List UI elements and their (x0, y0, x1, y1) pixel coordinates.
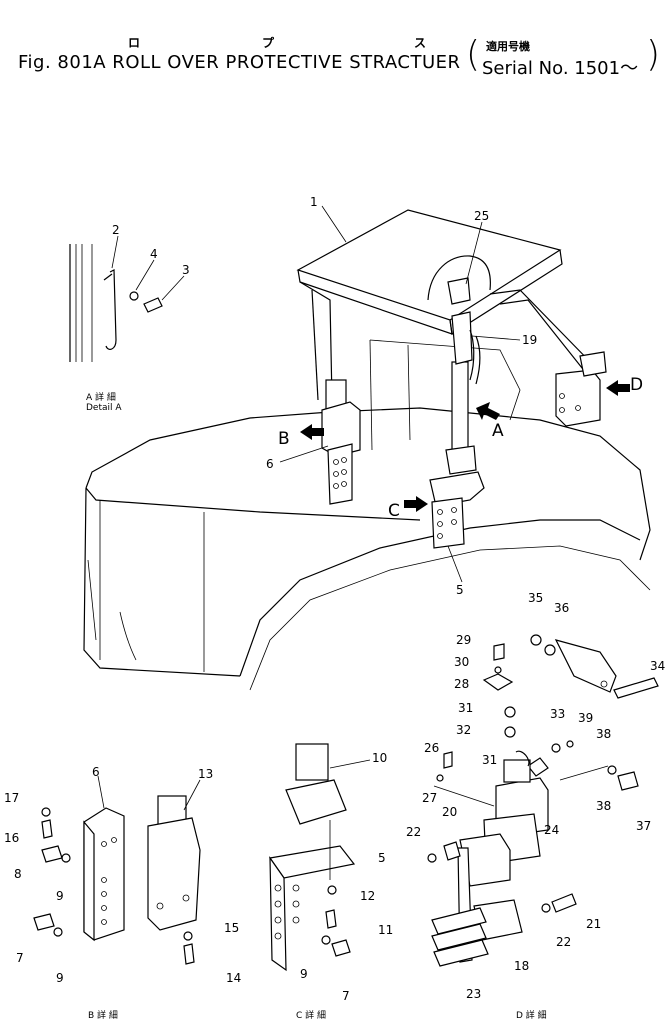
detail-b (33, 775, 201, 965)
callout-25: 25 (474, 209, 489, 223)
serial-japanese-label: 適用号機 (486, 40, 530, 53)
arrow-b-icon (300, 424, 324, 440)
callout-10: 10 (372, 751, 387, 765)
figure-title: Fig. 801A ROLL OVER PROTECTIVE STRACTUER (18, 52, 461, 73)
callout-29: 29 (456, 633, 471, 647)
callout-27: 27 (422, 791, 437, 805)
callout-34: 34 (650, 659, 665, 673)
callout-28: 28 (454, 677, 469, 691)
callout-23: 23 (466, 987, 481, 1001)
detail-a-en-label: Detail A (86, 403, 122, 413)
view-arrows (300, 380, 630, 512)
callout-15: 15 (224, 921, 239, 935)
callout-33: 33 (550, 707, 565, 721)
callout-11: 11 (378, 923, 393, 937)
callout-6-main: 6 (266, 457, 274, 471)
callout-7-detail-b: 7 (16, 951, 24, 965)
callout-39: 39 (578, 711, 593, 725)
machine-body (83, 339, 651, 691)
detail-a-jp-label: A 詳 細 (86, 391, 116, 403)
callout-30: 30 (454, 655, 469, 669)
callout-9-detail-b-lower: 9 (56, 971, 64, 985)
callout-21: 21 (586, 917, 601, 931)
arrow-d-icon (606, 380, 630, 396)
arrow-c-label: C (388, 501, 400, 521)
callout-31-upper: 31 (458, 701, 473, 715)
callout-5-detail-c: 5 (378, 851, 386, 865)
callout-37: 37 (636, 819, 651, 833)
arrow-a-icon (476, 402, 500, 420)
callout-19: 19 (522, 333, 537, 347)
callout-13: 13 (198, 767, 213, 781)
title-kana-ro: ロ (128, 36, 141, 50)
callout-3-detail-a: 3 (182, 263, 190, 277)
callout-16: 16 (4, 831, 19, 845)
canopy-roof (296, 209, 601, 401)
callout-38-lower: 38 (596, 799, 611, 813)
callout-24: 24 (544, 823, 559, 837)
arrow-c-icon (404, 496, 428, 512)
callout-12: 12 (360, 889, 375, 903)
arrow-a-label: A (492, 421, 504, 441)
paren-left: ( (466, 34, 481, 75)
callout-14: 14 (226, 971, 241, 985)
callout-38-upper: 38 (596, 727, 611, 741)
callout-17: 17 (4, 791, 19, 805)
detail-d (427, 634, 659, 967)
callout-7-detail-c: 7 (342, 989, 350, 1003)
detail-a (69, 235, 185, 362)
callout-8: 8 (14, 867, 22, 881)
callout-4-detail-a: 4 (150, 247, 158, 261)
title-kana-su: ス (414, 36, 427, 50)
callout-36: 36 (554, 601, 569, 615)
callout-2: 2 (112, 223, 120, 237)
detail-c (268, 743, 371, 972)
detail-b-label: B 詳 細 (88, 1009, 118, 1020)
callout-1: 1 (310, 195, 318, 209)
callout-32: 32 (456, 723, 471, 737)
detail-d-label: D 詳 細 (516, 1009, 547, 1020)
figure-header: ロ プ ス Fig. 801A ROLL OVER PROTECTIVE STR… (0, 0, 666, 90)
serial-number-label: Serial No. 1501～ (482, 58, 639, 79)
detail-c-label: C 詳 細 (296, 1009, 326, 1020)
callout-5-main: 5 (456, 583, 464, 597)
callout-20: 20 (442, 805, 457, 819)
callout-22-lower: 22 (556, 935, 571, 949)
callout-9-detail-c: 9 (300, 967, 308, 981)
arrow-d-label: D (630, 375, 643, 395)
callout-9-detail-b-upper: 9 (56, 889, 64, 903)
callout-31-lower: 31 (482, 753, 497, 767)
right-bracket-assembly (555, 351, 607, 427)
paren-right: ) (645, 34, 660, 75)
callout-35: 35 (528, 591, 543, 605)
center-post-assembly (429, 277, 485, 549)
title-kana-pu: プ (262, 36, 275, 50)
callout-6-detail-b: 6 (92, 765, 100, 779)
main-leaders (279, 205, 521, 583)
arrow-b-label: B (278, 429, 290, 449)
callout-22-upper: 22 (406, 825, 421, 839)
serial-range: ( 適用号機 Serial No. 1501～ ) (466, 34, 662, 79)
callout-26: 26 (424, 741, 439, 755)
left-post-assembly (321, 379, 361, 505)
callout-18: 18 (514, 959, 529, 973)
